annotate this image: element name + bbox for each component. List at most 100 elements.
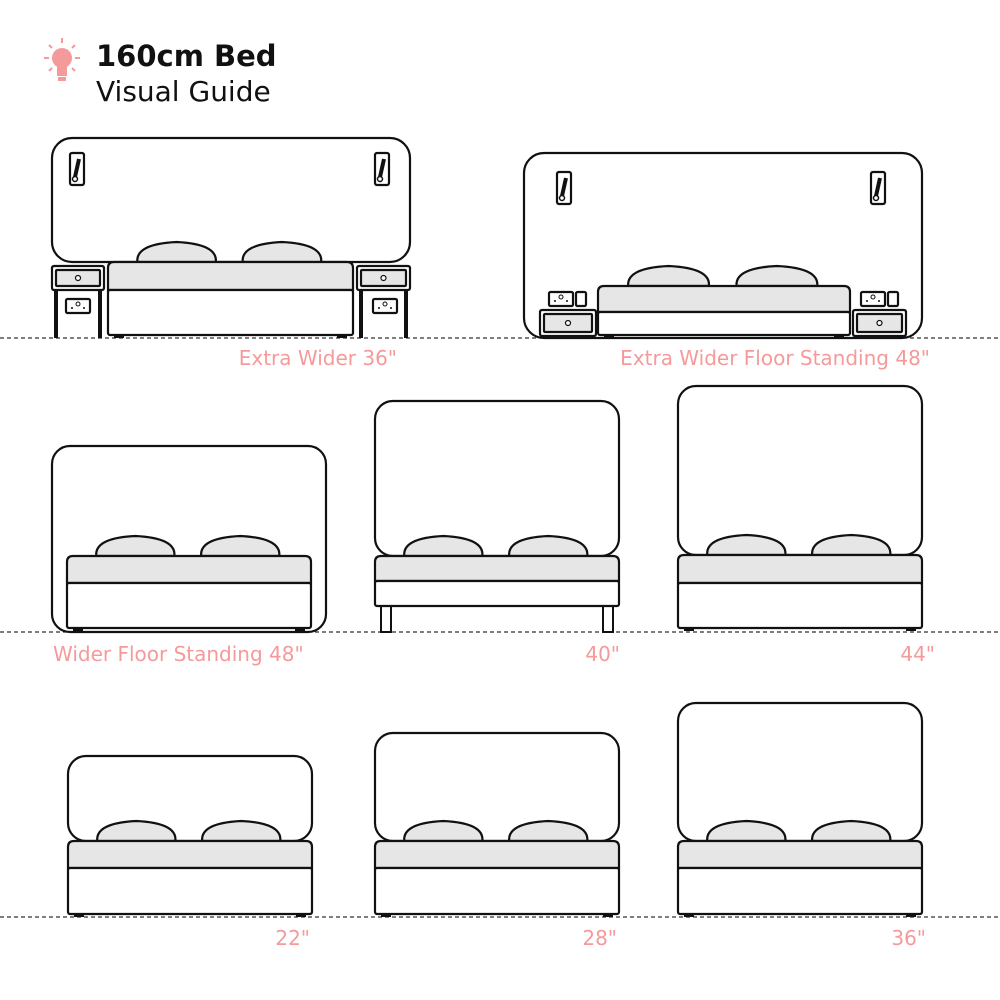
nightstand bbox=[538, 308, 598, 338]
lamp-arm bbox=[874, 177, 882, 197]
pillow bbox=[241, 240, 323, 264]
bed-foot bbox=[73, 628, 83, 631]
pillow bbox=[735, 264, 819, 288]
lamp-knob bbox=[558, 194, 566, 202]
page-title: 160cm Bed bbox=[96, 39, 277, 73]
headboard bbox=[676, 384, 924, 557]
usb-plate bbox=[574, 290, 588, 308]
power-socket-icon bbox=[547, 290, 588, 308]
lamp-knob bbox=[71, 175, 79, 183]
usb-plate bbox=[886, 290, 900, 308]
bed-22 bbox=[66, 754, 314, 917]
socket-pin bbox=[75, 301, 81, 307]
lamp-arm bbox=[378, 158, 386, 178]
mattress bbox=[373, 554, 621, 583]
bed-base bbox=[373, 579, 621, 608]
socket-pin bbox=[878, 300, 880, 302]
pillow bbox=[403, 534, 484, 558]
pillow bbox=[95, 534, 176, 558]
socket-pin bbox=[554, 300, 556, 302]
bed-wider-floor-standing-48 bbox=[50, 444, 328, 634]
bed-leg bbox=[380, 605, 392, 633]
headboard bbox=[373, 731, 621, 843]
lamp-arm bbox=[560, 177, 568, 197]
pillow bbox=[706, 819, 787, 843]
label-22: 22" bbox=[275, 926, 310, 950]
headboard bbox=[676, 701, 924, 843]
pillow bbox=[403, 819, 484, 843]
label-36: 36" bbox=[891, 926, 926, 950]
mattress bbox=[66, 839, 314, 870]
bed-36 bbox=[676, 701, 924, 917]
mattress bbox=[676, 839, 924, 870]
bed-28 bbox=[373, 731, 621, 917]
drawer-knob bbox=[380, 274, 387, 282]
socket-pin bbox=[866, 300, 868, 302]
bed-40 bbox=[373, 399, 621, 633]
drawer-knob bbox=[876, 319, 883, 327]
nightstand bbox=[50, 264, 106, 338]
bed-foot bbox=[684, 628, 694, 631]
pillow bbox=[201, 819, 282, 843]
mattress bbox=[373, 839, 621, 870]
pillow bbox=[706, 533, 787, 557]
bed-extra-wider-36 bbox=[50, 136, 412, 338]
bed-base bbox=[373, 866, 621, 916]
socket-pin bbox=[71, 307, 73, 309]
label-44: 44" bbox=[900, 642, 935, 666]
bed-foot bbox=[337, 335, 347, 338]
mattress bbox=[106, 260, 355, 292]
bed-foot bbox=[295, 628, 305, 631]
bed-leg bbox=[602, 605, 614, 633]
label-28: 28" bbox=[582, 926, 617, 950]
power-socket-icon bbox=[859, 290, 900, 308]
socket-pin bbox=[382, 301, 388, 307]
wall-lamp-icon bbox=[68, 151, 86, 187]
bed-base bbox=[596, 310, 852, 337]
headboard bbox=[373, 399, 621, 558]
nightstand bbox=[355, 264, 412, 338]
bed-base bbox=[676, 866, 924, 916]
label-40: 40" bbox=[585, 642, 620, 666]
wall-lamp-icon bbox=[373, 151, 391, 187]
drawer-knob bbox=[564, 319, 572, 327]
headboard bbox=[50, 136, 412, 264]
pillow bbox=[508, 534, 589, 558]
bed-foot bbox=[381, 914, 391, 917]
mattress bbox=[676, 553, 924, 585]
socket-pin bbox=[870, 294, 876, 300]
nightstand bbox=[851, 308, 908, 338]
bed-foot bbox=[74, 914, 84, 917]
wall-lamp-icon bbox=[869, 170, 887, 206]
bed-foot bbox=[906, 628, 916, 631]
socket-pin bbox=[83, 307, 85, 309]
label-extra-wider-36: Extra Wider 36" bbox=[239, 346, 397, 370]
drawer-knob bbox=[74, 274, 82, 282]
mattress bbox=[65, 554, 313, 585]
label-extra-wider-floor-48: Extra Wider Floor Standing 48" bbox=[620, 346, 930, 370]
socket-pin bbox=[378, 307, 380, 309]
bed-foot bbox=[834, 335, 844, 338]
lamp-arm bbox=[73, 158, 81, 178]
bed-base bbox=[65, 581, 313, 630]
socket-pin bbox=[566, 300, 568, 302]
pillow bbox=[508, 819, 589, 843]
bed-foot bbox=[604, 335, 614, 338]
bed-44 bbox=[676, 384, 924, 631]
bed-foot bbox=[906, 914, 916, 917]
bed-extra-wider-floor-standing-48 bbox=[522, 151, 924, 340]
wall-lamp-icon bbox=[555, 170, 573, 206]
lamp-knob bbox=[872, 194, 880, 202]
pillow bbox=[136, 240, 217, 264]
mattress bbox=[596, 284, 852, 314]
label-wider-floor-48: Wider Floor Standing 48" bbox=[53, 642, 304, 666]
bed-foot bbox=[114, 335, 124, 338]
bed-foot bbox=[603, 914, 613, 917]
socket-pin bbox=[558, 294, 564, 300]
power-socket-icon bbox=[371, 297, 399, 315]
bed-foot bbox=[684, 914, 694, 917]
bed-base bbox=[66, 866, 314, 916]
page-subtitle: Visual Guide bbox=[96, 75, 271, 108]
